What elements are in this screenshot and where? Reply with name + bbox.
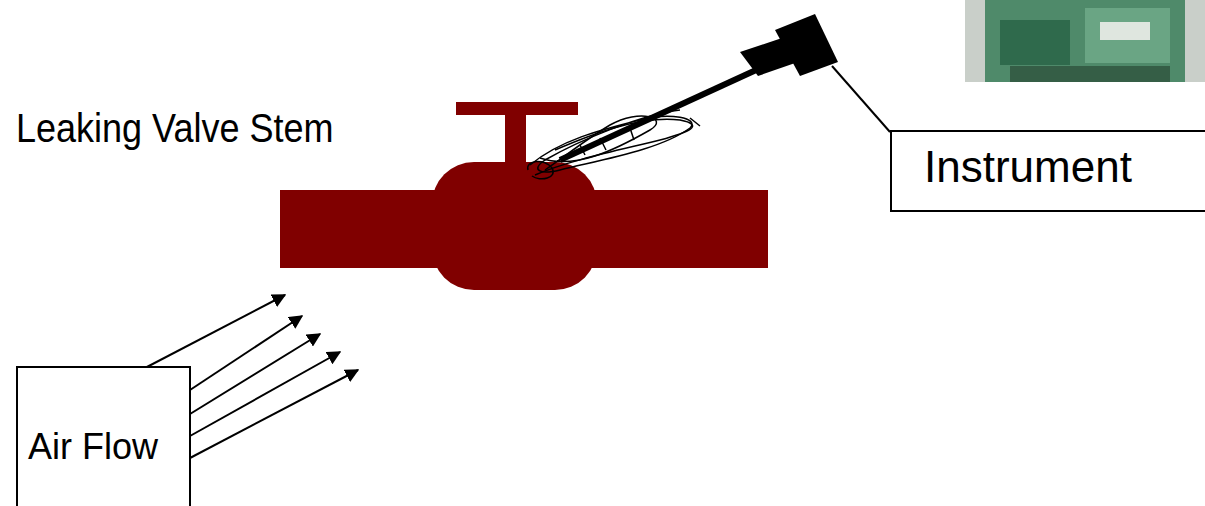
node-label: Instrument <box>924 142 1132 192</box>
text-box: Instrument <box>890 130 1205 212</box>
part-label: Leaking Valve Stem <box>16 106 334 151</box>
node-label: Air Flow <box>28 426 158 468</box>
valve <box>280 102 768 290</box>
leak-plume <box>528 110 700 179</box>
instrument-photo <box>965 0 1205 82</box>
text-box: Air Flow <box>16 366 191 506</box>
probe <box>560 14 890 160</box>
